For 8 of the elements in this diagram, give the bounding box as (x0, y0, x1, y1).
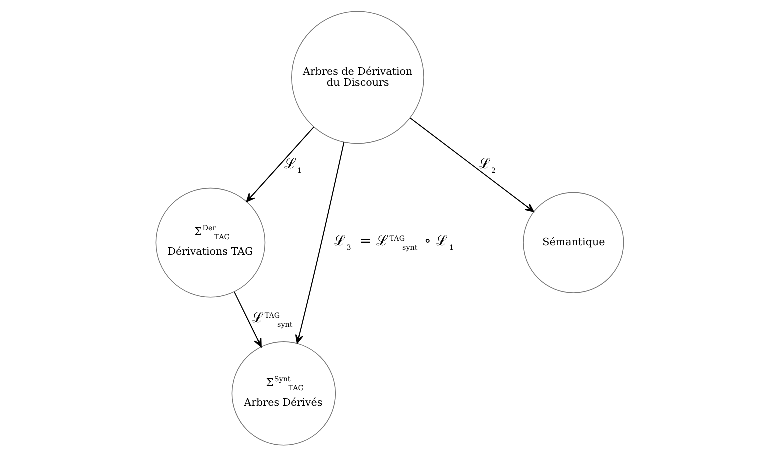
edge-label: ℒ$_{1}$ (284, 156, 302, 176)
arrow (246, 126, 314, 202)
edge-label: ℒ$_{2}$ (478, 156, 496, 176)
arrow (294, 142, 344, 344)
arrow (234, 292, 262, 348)
edge-label: ℒ$_{3}$ = ℒ$^{TAG}$$_{synt}$ ∘ ℒ$_{1}$ (334, 234, 454, 252)
node-circle: Arbres de Dérivation du Discours (291, 11, 424, 144)
arrow (410, 118, 534, 212)
